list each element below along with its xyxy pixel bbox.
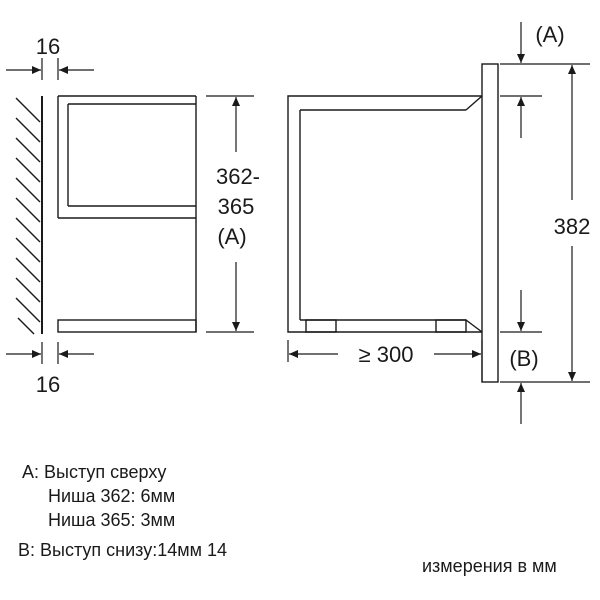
units-note: измерения в мм [422, 556, 557, 576]
total-height-label: 382 [554, 214, 591, 239]
cabinet-body [287, 95, 483, 333]
note-b: B: Выступ снизу:14мм 14 [18, 540, 227, 560]
niche-height-label-line1: 362- [216, 164, 260, 189]
note-a-niche-365: Ниша 365: 3мм [48, 510, 176, 530]
dimension-ref-a [500, 22, 590, 138]
note-a-title: A: Выступ сверху [22, 462, 167, 482]
dimension-niche-height [206, 95, 254, 333]
side-gap-top-label: 16 [36, 34, 60, 59]
niche-height-label-line2: 365 [218, 194, 255, 219]
front-panel [481, 63, 499, 383]
ref-b-label: (B) [509, 346, 538, 371]
wall-hatching [15, 96, 43, 335]
dimension-ref-b [500, 290, 590, 424]
depth-label: ≥ 300 [359, 342, 414, 367]
dimension-depth [287, 340, 483, 382]
ref-a-label: (A) [535, 22, 564, 47]
dimension-side-gap-top [6, 58, 94, 80]
side-gap-bottom-label: 16 [36, 372, 60, 397]
note-a-niche-362: Ниша 362: 6мм [48, 486, 176, 506]
niche-height-ref-label: (A) [217, 224, 246, 249]
niche-cabinet-side [57, 95, 197, 333]
dimension-side-gap-bottom [6, 342, 94, 364]
cabinet-feet [305, 319, 467, 333]
